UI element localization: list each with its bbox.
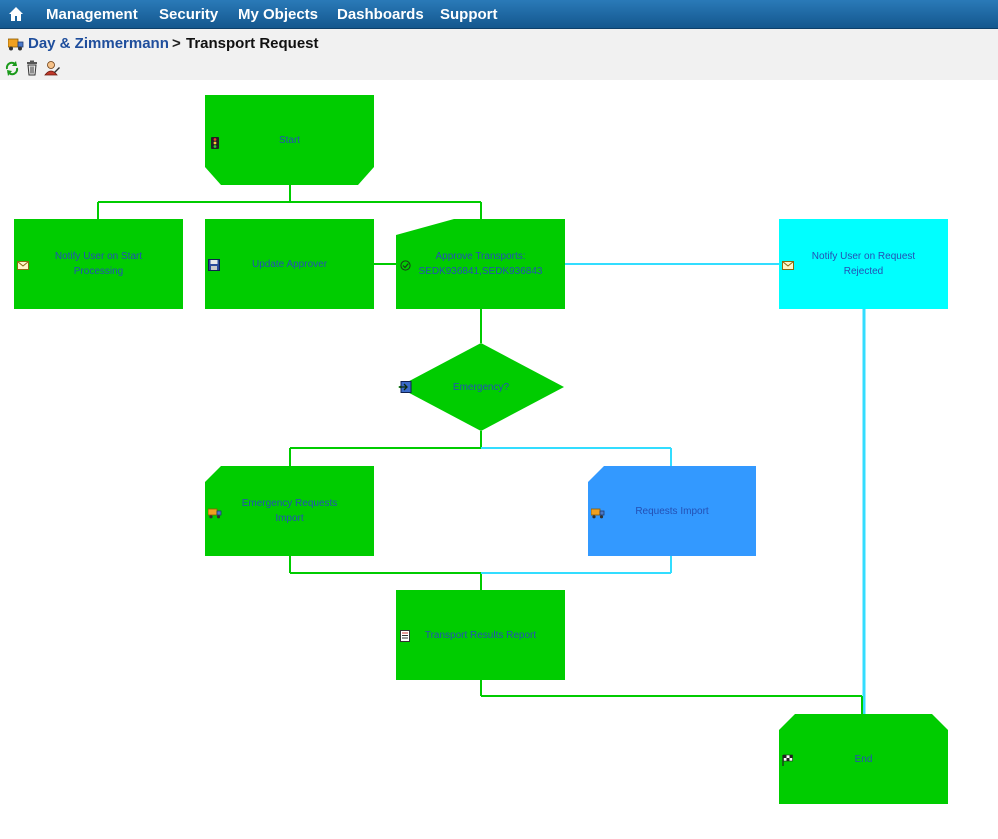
home-icon[interactable] (8, 6, 24, 22)
page-title: Transport Request (186, 35, 319, 52)
end-shape (779, 714, 948, 804)
connector-start-branches (97, 185, 482, 343)
emergency-import-shape (205, 466, 374, 556)
node-label: Notify User on Request Rejected (811, 251, 916, 277)
check-circle-icon (400, 260, 411, 271)
connector-import-join-green (289, 556, 482, 590)
nav-item-my-objects[interactable]: My Objects (238, 6, 319, 23)
refresh-icon[interactable] (4, 60, 20, 76)
node-label: Requests Import (635, 505, 709, 517)
node-label: Approve Transports: SEDK936841,SEDK93684… (418, 251, 543, 277)
envelope-icon (782, 261, 794, 270)
node-label: Emergency Requests Import (241, 498, 338, 524)
node-label: Start (278, 134, 301, 146)
workflow-canvas: Start Notify User on Start Processing Up… (0, 80, 998, 839)
envelope-icon (17, 261, 29, 270)
decision-icon (399, 381, 412, 393)
save-icon (208, 259, 220, 271)
trash-icon[interactable] (24, 60, 40, 76)
traffic-light-icon (211, 137, 219, 149)
node-label: Transport Results Report (424, 629, 537, 641)
breadcrumb-parent-link[interactable]: Day & Zimmermann (28, 35, 169, 52)
notify-rejected-shape (779, 219, 948, 309)
node-notify-rejected[interactable]: Notify User on Request Rejected (779, 219, 948, 309)
nav-item-security[interactable]: Security (159, 6, 219, 23)
node-approve-transports[interactable]: Approve Transports: SEDK936841,SEDK93684… (396, 219, 565, 309)
truck-icon (208, 508, 222, 519)
nav-item-support[interactable]: Support (440, 6, 498, 23)
report-icon (400, 630, 410, 642)
connector-emergency-yes (289, 431, 482, 466)
node-label: Emergency? (452, 381, 510, 393)
results-report-shape (396, 590, 565, 680)
truck-icon (591, 508, 605, 519)
breadcrumb-separator: > (172, 35, 181, 52)
approve-shape (396, 219, 565, 309)
requests-import-shape (588, 466, 756, 556)
checkered-flag-icon (782, 754, 793, 766)
node-label: Notify User on Start Processing (54, 251, 143, 277)
user-edit-icon[interactable] (44, 60, 60, 76)
node-emergency-requests-import[interactable]: Emergency Requests Import (205, 466, 374, 556)
node-label: Update Approver (251, 258, 328, 270)
node-notify-start[interactable]: Notify User on Start Processing (14, 219, 183, 309)
breadcrumb-bar: Day & Zimmermann > Transport Request (0, 29, 998, 80)
node-update-approver[interactable]: Update Approver (205, 219, 374, 309)
notify-start-shape (14, 219, 183, 309)
node-label: End (854, 753, 873, 765)
update-approver-shape (205, 219, 374, 309)
workflow-connectors (97, 185, 866, 714)
node-requests-import[interactable]: Requests Import (588, 466, 756, 556)
connector-import-join-cyan (481, 556, 672, 574)
nav-item-dashboards[interactable]: Dashboards (337, 6, 424, 23)
emergency-shape (398, 343, 564, 431)
top-nav-bar: Management Security My Objects Dashboard… (0, 0, 998, 29)
connector-emergency-no (481, 447, 672, 466)
node-end[interactable]: End (779, 714, 948, 804)
node-start[interactable]: Start (205, 95, 374, 185)
connector-report-to-end (480, 680, 863, 714)
start-shape (205, 95, 374, 185)
node-emergency-decision[interactable]: Emergency? (398, 343, 564, 431)
node-transport-results-report[interactable]: Transport Results Report (396, 590, 565, 680)
nav-item-management[interactable]: Management (46, 6, 138, 23)
truck-icon (8, 38, 24, 51)
